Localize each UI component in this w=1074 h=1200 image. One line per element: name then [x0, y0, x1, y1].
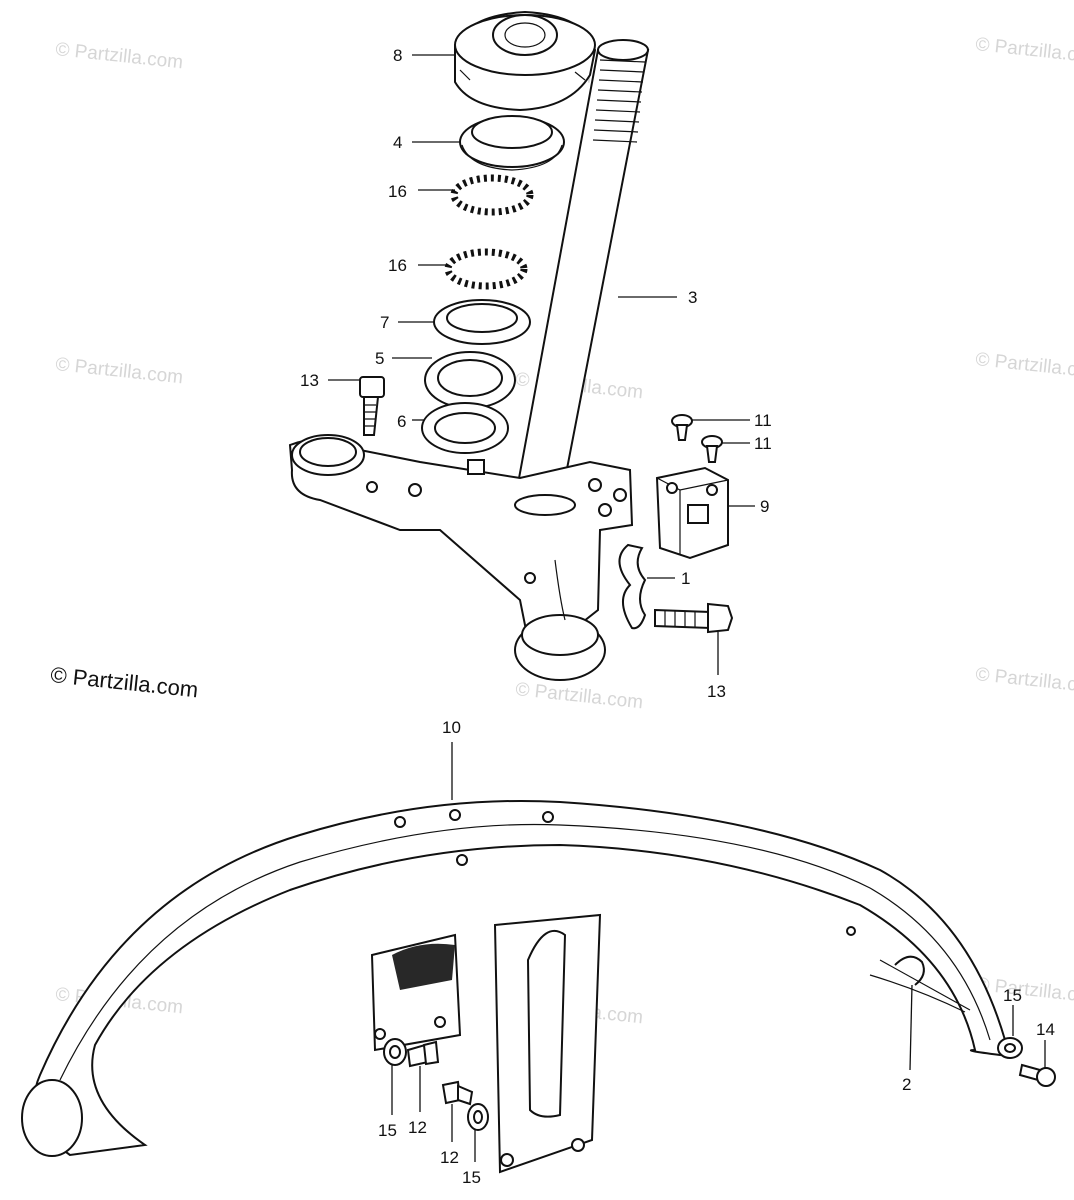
callout-11: 11	[754, 434, 772, 453]
part-upper-cone	[459, 115, 565, 171]
part-bolt-lower	[654, 602, 734, 634]
part-bolt-bottom-b	[441, 1080, 474, 1106]
part-fender	[21, 799, 1007, 1157]
watermark-text: © Partzilla.com	[514, 679, 644, 713]
part-screw-a	[671, 414, 693, 441]
callout-10: 10	[442, 718, 461, 737]
callout-8: 8	[393, 46, 402, 65]
callout-2: 2	[902, 1075, 911, 1094]
callouts: 8 4 16 16 3 7 5 13 6 11 11 9 1 13 10 15 …	[300, 46, 1055, 1187]
callout-13: 13	[300, 371, 319, 390]
part-screw-b	[701, 435, 723, 463]
part-washer-bottom-b	[467, 1103, 489, 1131]
callout-7: 7	[380, 313, 389, 332]
part-bottom-bridge	[288, 434, 634, 681]
callout-15: 15	[378, 1121, 397, 1140]
watermark-text: © Partzilla.com	[974, 349, 1074, 383]
callout-16: 16	[388, 182, 407, 201]
callout-3: 3	[688, 288, 697, 307]
callout-16: 16	[388, 256, 407, 275]
part-ball-bearings-upper	[450, 174, 534, 216]
watermark-text: © Partzilla.com	[974, 664, 1074, 698]
part-fender-bracket-left	[370, 933, 462, 1052]
part-clip	[618, 543, 647, 630]
callout-12: 12	[408, 1118, 427, 1137]
part-bolt-upper	[359, 376, 385, 436]
callout-6: 6	[397, 412, 406, 431]
part-bolt-right	[1018, 1063, 1056, 1087]
callout-9: 9	[760, 497, 769, 516]
watermark-text: © Partzilla.com	[54, 354, 184, 388]
callout-13: 13	[707, 682, 726, 701]
callout-15: 15	[1003, 986, 1022, 1005]
part-steering-stem	[513, 39, 650, 507]
callout-11: 11	[754, 411, 772, 430]
callout-12: 12	[440, 1148, 459, 1167]
part-washer	[421, 402, 509, 454]
callout-1: 1	[681, 569, 690, 588]
watermark-text: © Partzilla.com	[974, 34, 1074, 68]
part-bolt-bottom-a	[406, 1040, 440, 1068]
part-dust-seal	[424, 351, 516, 409]
part-washer-right	[997, 1037, 1023, 1059]
callout-14: 14	[1036, 1020, 1055, 1039]
leader-lines	[328, 54, 1046, 1162]
callout-5: 5	[375, 349, 384, 368]
part-fender-clamp	[869, 955, 971, 1013]
part-top-nut	[454, 10, 597, 112]
part-ball-bearings-lower	[444, 248, 528, 290]
part-fender-stay	[493, 913, 602, 1174]
part-washer-bottom-a	[383, 1038, 407, 1066]
callout-4: 4	[393, 133, 402, 152]
callout-15: 15	[462, 1168, 481, 1187]
part-lower-race	[433, 299, 531, 345]
part-cable-holder	[655, 466, 729, 560]
watermark-text: © Partzilla.com	[54, 39, 184, 73]
